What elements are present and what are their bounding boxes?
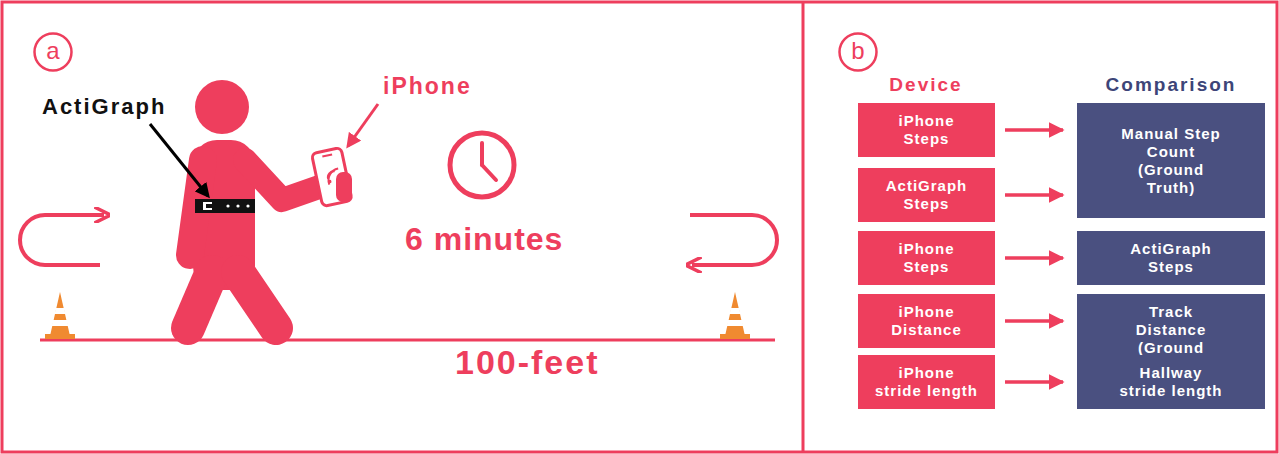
panel-letter: b xyxy=(838,32,878,72)
device-label: ActiGraph xyxy=(42,94,166,120)
duration-label: 6 minutes xyxy=(405,221,563,258)
panel-letter: a xyxy=(33,32,73,72)
u-turn-arrow xyxy=(20,215,104,265)
panel-letter-text: a xyxy=(46,39,59,66)
box-text: Hallway stride length xyxy=(1118,360,1224,404)
comparison-arrow xyxy=(1005,256,1063,260)
box-text: ActiGraph Steps xyxy=(874,173,980,217)
comparison-box: Hallway stride length xyxy=(1077,355,1265,409)
box-text: iPhone Steps xyxy=(874,236,980,280)
device-box: ActiGraph Steps xyxy=(858,168,995,222)
comparison-box: Manual Step Count (Ground Truth) xyxy=(1077,103,1265,218)
leader-arrow xyxy=(348,104,378,146)
box-text: iPhone stride length xyxy=(874,360,980,404)
box-text: Manual Step Count (Ground Truth) xyxy=(1118,121,1224,201)
comparison-arrow xyxy=(1005,128,1063,132)
box-text: iPhone Steps xyxy=(874,108,980,152)
comparison-box: ActiGraph Steps xyxy=(1077,231,1265,285)
device-label: iPhone xyxy=(383,73,472,100)
hand xyxy=(336,172,352,202)
track-line xyxy=(40,339,775,342)
walking-figure xyxy=(188,80,322,328)
distance-label: 100-feet xyxy=(455,343,600,382)
clock-icon xyxy=(450,133,514,197)
panel-letter-circle xyxy=(840,34,877,71)
actigraph-belt xyxy=(195,199,255,213)
column-heading: Comparison xyxy=(1106,74,1237,96)
panel-divider xyxy=(802,2,805,452)
device-box: iPhone Steps xyxy=(858,103,995,157)
u-turn-arrow xyxy=(690,215,777,265)
leader-arrow xyxy=(150,124,208,196)
box-text: ActiGraph Steps xyxy=(1118,236,1224,280)
device-box: iPhone Steps xyxy=(858,231,995,285)
panel-letter-circle xyxy=(35,34,72,71)
cone-right xyxy=(720,292,750,339)
comparison-arrow xyxy=(1005,193,1063,197)
box-text: iPhone Distance xyxy=(874,299,980,343)
device-box: iPhone Distance xyxy=(858,294,995,348)
comparison-arrow xyxy=(1005,380,1063,384)
comparison-arrow xyxy=(1005,319,1063,323)
device-box: iPhone stride length xyxy=(858,355,995,409)
cone-left xyxy=(45,292,75,339)
column-heading: Device xyxy=(889,74,962,96)
phone-icon xyxy=(312,147,353,206)
panel-letter-text: b xyxy=(851,39,864,66)
